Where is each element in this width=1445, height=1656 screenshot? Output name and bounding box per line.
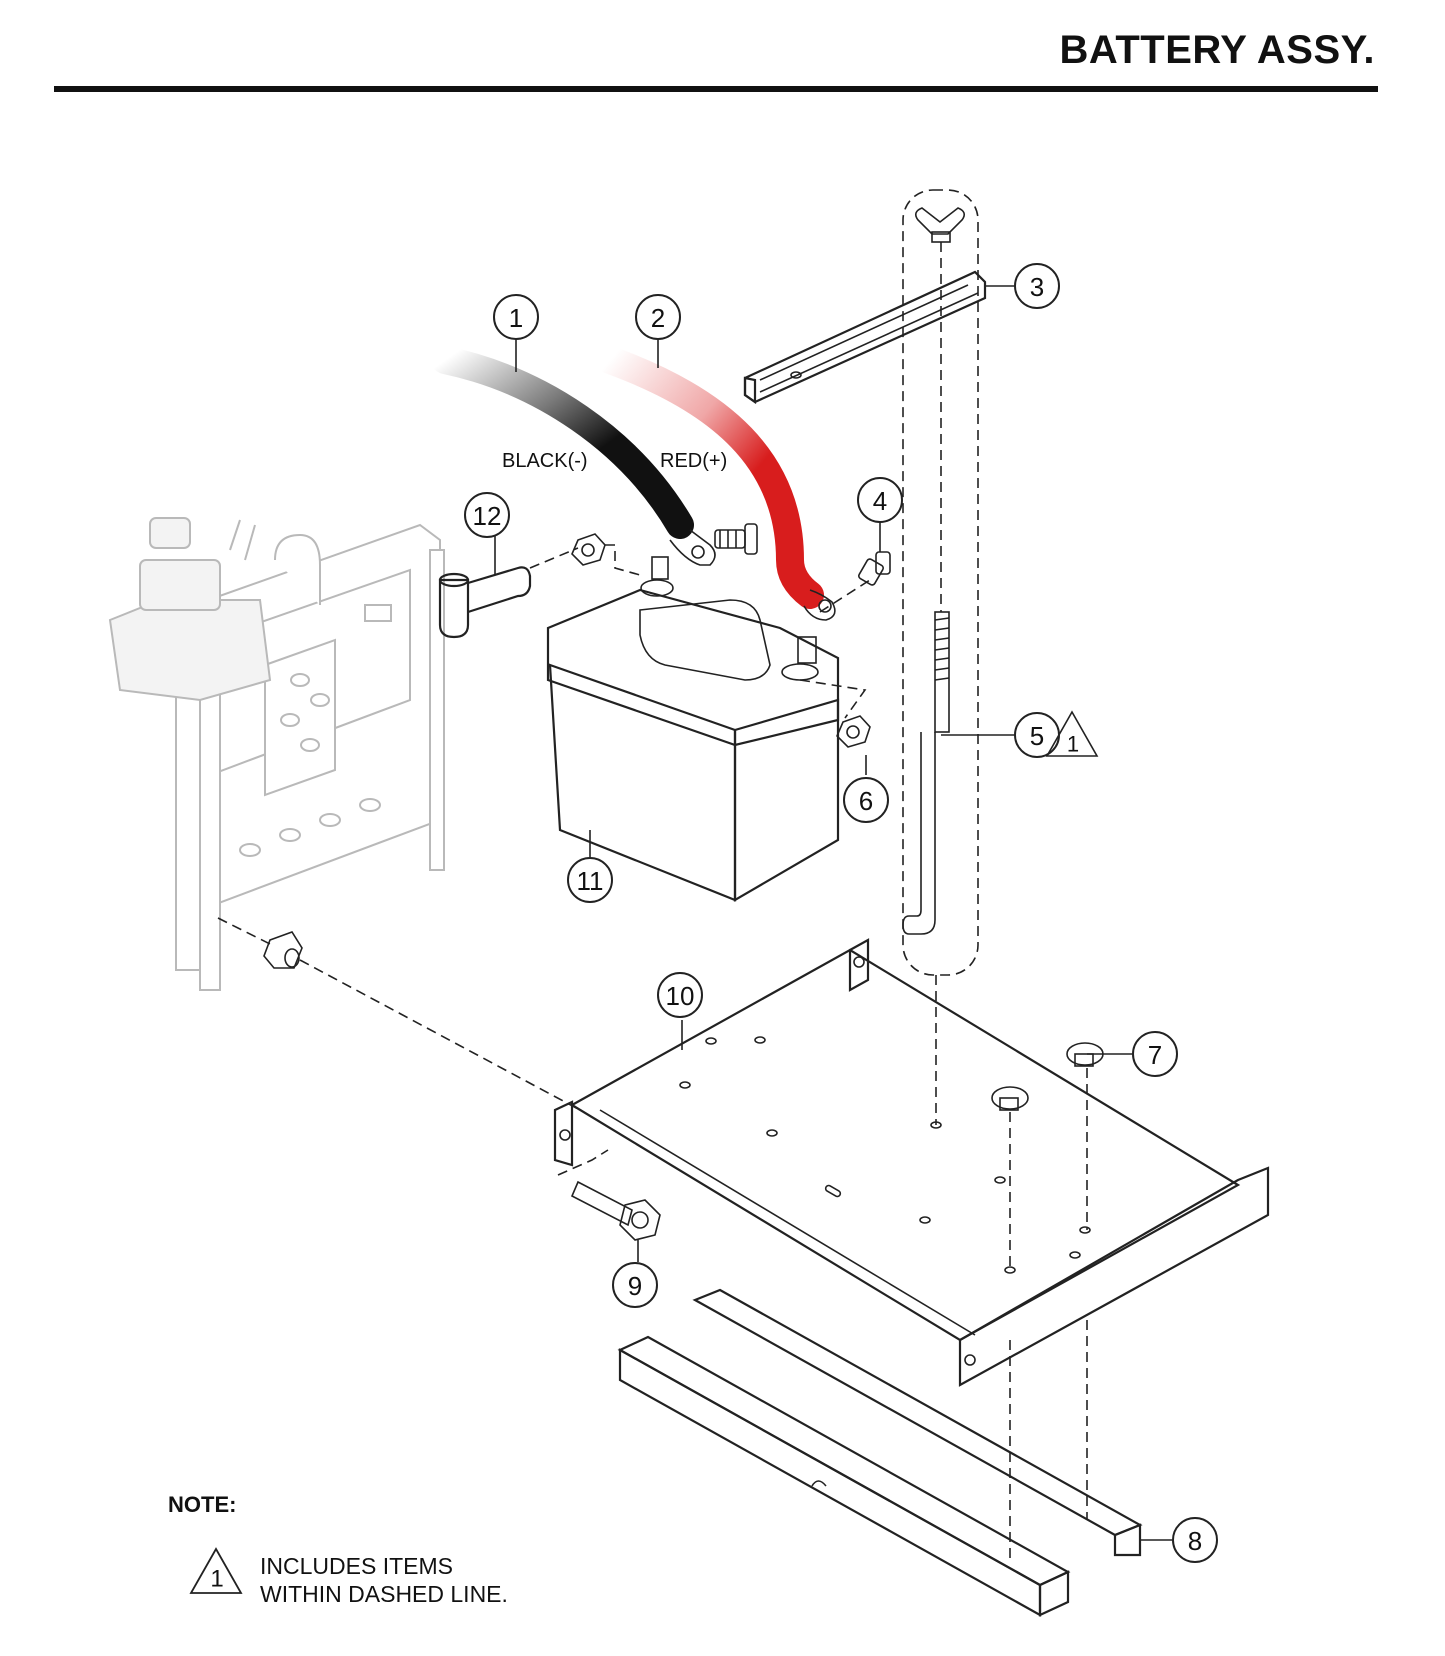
- bolt-9: [570, 1180, 661, 1241]
- j-bolt: [902, 611, 950, 935]
- battery: [546, 556, 840, 902]
- note-line-2: WITHIN DASHED LINE.: [260, 1581, 508, 1607]
- svg-text:3: 3: [1030, 272, 1044, 302]
- black-wire-label: BLACK(-): [502, 450, 588, 472]
- callout-3: 3: [1014, 263, 1060, 309]
- callout-12: 12: [464, 492, 510, 538]
- note-triangle-callout: 1: [1045, 710, 1099, 757]
- callout-4: 4: [857, 477, 903, 523]
- svg-text:12: 12: [473, 501, 502, 531]
- callout-10: 10: [657, 972, 703, 1018]
- note-triangle-icon: 1: [189, 1547, 243, 1594]
- note-heading: NOTE:: [168, 1492, 237, 1517]
- ghost-frame: [108, 517, 445, 991]
- callout-8: 8: [1172, 1517, 1218, 1563]
- callout-9: 9: [612, 1262, 658, 1308]
- callout-5: 5: [1014, 712, 1060, 758]
- svg-text:9: 9: [628, 1271, 642, 1301]
- insert-nut: [263, 931, 303, 969]
- svg-text:11: 11: [577, 866, 604, 896]
- angle-bracket-front: [617, 1335, 1071, 1617]
- svg-text:4: 4: [873, 486, 887, 516]
- plug-center: [991, 1086, 1029, 1111]
- svg-text:5: 5: [1030, 721, 1044, 751]
- terminal-bolt: [714, 523, 758, 555]
- svg-text:6: 6: [859, 786, 873, 816]
- wing-nut: [914, 207, 966, 243]
- hold-down-channel: [743, 270, 987, 405]
- terminal-boot: [438, 566, 532, 639]
- callout-2: 2: [635, 294, 681, 340]
- black-cable: [431, 346, 694, 539]
- svg-text:1: 1: [210, 1566, 223, 1593]
- red-cable: [596, 346, 824, 609]
- nut-left: [571, 533, 606, 566]
- bolt-4: [858, 551, 891, 586]
- angle-bracket-rear: [692, 1288, 1143, 1557]
- page-title: BATTERY ASSY.: [1059, 28, 1375, 72]
- red-wire-label: RED(+): [660, 450, 727, 472]
- assembly-boundary: [902, 189, 979, 976]
- note-line-1: INCLUDES ITEMS: [260, 1553, 453, 1579]
- callout-1: 1: [493, 294, 539, 340]
- svg-text:1: 1: [509, 303, 523, 333]
- callout-6: 6: [843, 777, 889, 823]
- title-rule: [54, 86, 1378, 92]
- svg-text:2: 2: [651, 303, 665, 333]
- battery-tray: [553, 938, 1270, 1387]
- svg-text:7: 7: [1148, 1040, 1162, 1070]
- svg-text:1: 1: [1067, 732, 1079, 757]
- svg-text:10: 10: [666, 981, 695, 1011]
- callout-7: 7: [1132, 1031, 1178, 1077]
- nut-6: [836, 715, 871, 748]
- note-body: INCLUDES ITEMS WITHIN DASHED LINE.: [260, 1552, 620, 1608]
- svg-text:8: 8: [1188, 1526, 1202, 1556]
- callout-11: 11: [567, 857, 613, 903]
